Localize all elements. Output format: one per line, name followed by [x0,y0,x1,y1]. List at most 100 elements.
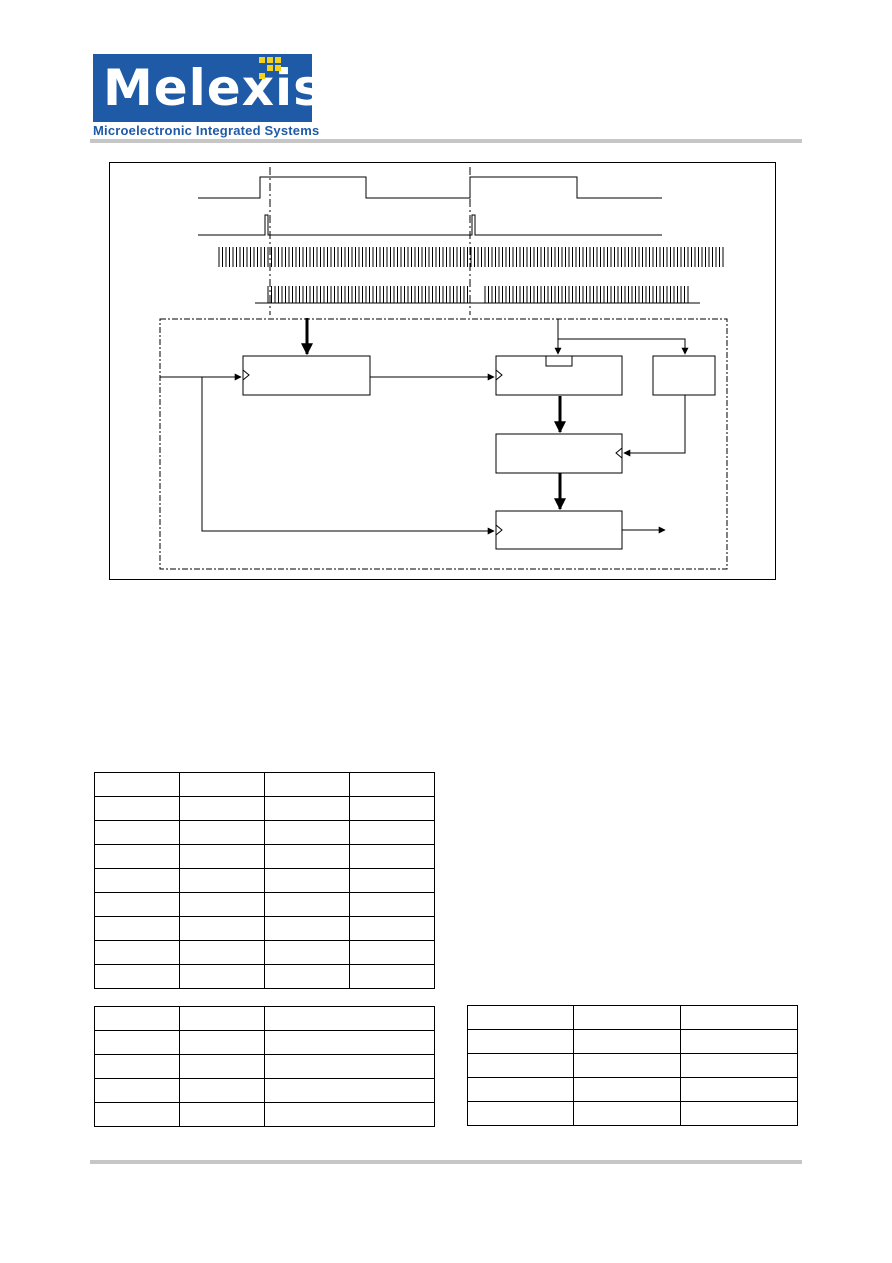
table-cell [264,820,350,845]
table-cell [680,1101,798,1126]
table-cell [349,772,435,797]
company-logo: Melexis Microelectronic Integrated Syste… [93,54,323,139]
table-cell [264,940,350,965]
table-row [467,1077,798,1102]
table-cell [179,844,265,869]
table-cell [179,772,265,797]
waveform-a [198,176,662,199]
table-cell [94,772,180,797]
table-2 [94,1006,435,1127]
block-4 [495,433,623,474]
table-cell [573,1101,681,1126]
table-cell [467,1053,574,1078]
footer-rule [90,1160,802,1164]
table-cell [349,844,435,869]
table-cell [264,844,350,869]
module-boundary [159,318,728,570]
timing-block-diagram [109,162,776,580]
table-cell [680,1053,798,1078]
table-cell [264,1030,435,1055]
block-2-tab [545,355,573,367]
table-cell [179,964,265,989]
table-cell [573,1053,681,1078]
table-cell [264,964,350,989]
block-1-clock-mark [242,369,250,381]
table-cell [179,868,265,893]
clock-continuous [218,247,724,267]
table-cell [264,796,350,821]
diagram-svg [159,167,728,570]
table-1 [94,772,435,989]
table-cell [467,1101,574,1126]
table-row [94,868,435,893]
table-cell [94,1078,180,1103]
table-cell [94,820,180,845]
table-cell [179,1102,265,1127]
table-row [467,1029,798,1054]
block-4-clock-mark [615,447,623,459]
block-1 [242,355,371,396]
table-row [94,772,435,797]
logo-wordmark: Melexis [103,59,324,117]
table-cell [264,772,350,797]
clock-gated [267,286,689,303]
logo-dots-icon [259,57,281,79]
table-cell [680,1077,798,1102]
table-cell [573,1005,681,1030]
table-cell [349,892,435,917]
block-2-clock-mark [495,369,503,381]
table-cell [349,868,435,893]
block-5 [495,510,623,550]
table-row [94,892,435,917]
table-row [467,1005,798,1030]
table-cell [349,820,435,845]
table-cell [467,1077,574,1102]
table-row [94,820,435,845]
header-rule [90,139,802,143]
table-cell [94,940,180,965]
table-cell [680,1029,798,1054]
table-cell [179,916,265,941]
table-cell [349,916,435,941]
table-row [94,1102,435,1127]
block-3 [652,355,716,396]
table-cell [179,796,265,821]
table-cell [179,1078,265,1103]
table-cell [349,940,435,965]
table-cell [94,916,180,941]
table-row [94,964,435,989]
table-row [94,844,435,869]
table-cell [573,1077,681,1102]
table-cell [179,1006,265,1031]
table-row [467,1101,798,1126]
waveform-b [198,214,662,236]
table-cell [264,1054,435,1079]
table-cell [573,1029,681,1054]
table-cell [94,1054,180,1079]
table-cell [179,820,265,845]
table-cell [264,868,350,893]
table-cell [94,844,180,869]
table-row [94,1054,435,1079]
block-5-clock-mark [495,524,503,536]
table-row [94,940,435,965]
table-3 [467,1005,798,1126]
table-cell [264,916,350,941]
table-cell [94,1030,180,1055]
table-row [94,916,435,941]
table-cell [264,1078,435,1103]
table-row [94,1030,435,1055]
table-cell [94,964,180,989]
input-to-block-5 [201,377,495,535]
table-row [94,1078,435,1103]
table-cell [264,1102,435,1127]
table-cell [94,892,180,917]
table-cell [179,1054,265,1079]
bus-to-block-3 [557,319,689,355]
table-cell [94,868,180,893]
table-cell [264,1006,435,1031]
table-cell [179,940,265,965]
table-cell [264,892,350,917]
logo-box: Melexis [93,54,323,122]
table-cell [467,1005,574,1030]
